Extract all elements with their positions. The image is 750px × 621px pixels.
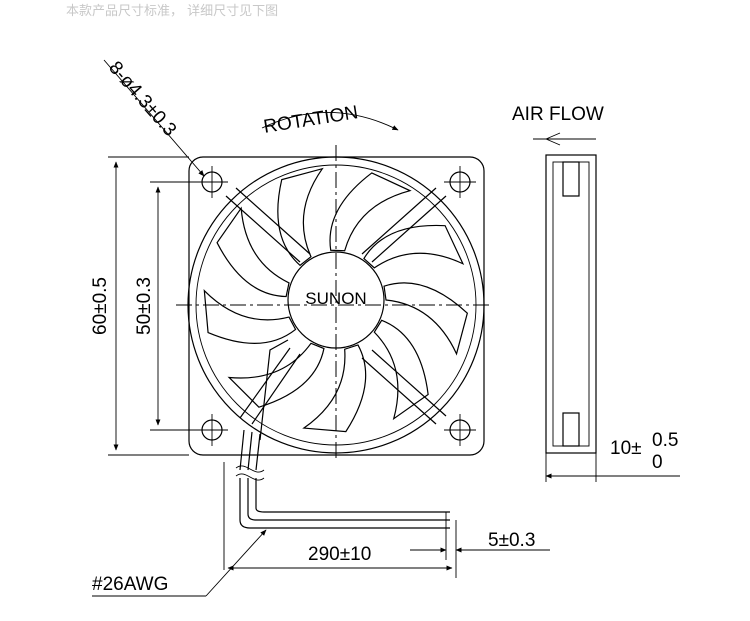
wire-gauge-callout: #26AWG <box>92 529 267 597</box>
fan-blade <box>383 282 469 356</box>
fan-blade <box>302 344 367 433</box>
lead-wires <box>235 429 450 529</box>
thickness-upper-label: 0.5 <box>652 430 678 451</box>
fan-blade <box>363 224 465 269</box>
brand-label: SUNON <box>305 289 366 308</box>
thickness-base-label: 10± <box>610 438 642 459</box>
fan-blade <box>329 172 412 252</box>
mounting-hole-top-right <box>444 166 476 198</box>
outer-size-label: 60±0.5 <box>90 277 111 335</box>
fan-blade <box>227 342 325 408</box>
air-flow-label: AIR FLOW <box>512 104 604 125</box>
lead-length-label: 290±10 <box>308 544 371 565</box>
mounting-hole-bottom-right <box>444 414 476 446</box>
rotation-label: ROTATION <box>262 102 359 138</box>
fan-blades <box>203 167 469 433</box>
fan-blade <box>203 289 297 344</box>
dimension-lead-length: 290±10 <box>223 462 457 578</box>
dimension-outer-size: 60±0.5 <box>90 156 189 456</box>
side-frame <box>545 154 597 454</box>
fan-blade <box>216 206 290 298</box>
side-view: AIR FLOW 10± 0.5 0 <box>512 104 680 482</box>
side-hole-top <box>562 161 580 197</box>
wire-strip-label: 5±0.3 <box>488 530 535 551</box>
hole-spec-label: 8-ø4.3±0.3 <box>104 58 180 141</box>
hole-callout: 8-ø4.3±0.3 <box>103 58 205 177</box>
dimension-wire-strip: 5±0.3 <box>410 512 550 560</box>
front-view: SUNON <box>176 145 492 529</box>
dimension-hole-pitch: 50±0.3 <box>134 181 204 431</box>
fan-blade <box>277 167 324 267</box>
fan-blade <box>373 319 429 421</box>
wire-gauge-label: #26AWG <box>92 574 168 595</box>
support-struts <box>225 187 447 441</box>
header-note: 本款产品尺寸标准， 详细尺寸见下图 <box>66 4 279 19</box>
hole-pitch-label: 50±0.3 <box>134 277 155 335</box>
rotation-indicator: ROTATION <box>261 102 399 138</box>
thickness-lower-label: 0 <box>652 452 663 473</box>
side-hole-bottom <box>562 412 580 447</box>
